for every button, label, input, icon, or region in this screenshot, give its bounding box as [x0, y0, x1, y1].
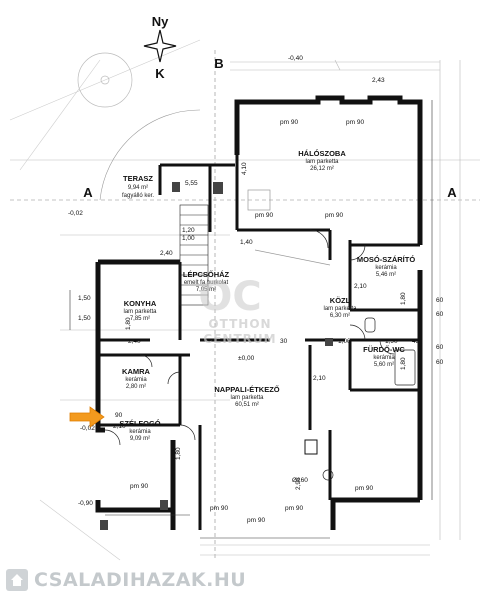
room-area: 2,80 m²: [126, 384, 146, 390]
dimension-label: 1,80: [400, 292, 407, 305]
room-label: KONYHA: [124, 299, 157, 308]
compass-north-label: Ny: [152, 14, 169, 29]
room-label: NAPPALI-ÉTKEZŐ: [214, 385, 279, 394]
dimension-label: -0,90: [78, 500, 93, 507]
watermark-logo: OC: [198, 274, 261, 320]
dimension-label: 30: [280, 338, 288, 345]
room-sub: lam parketta: [123, 309, 157, 315]
dimension-label: 60: [436, 344, 444, 351]
dimension-label: pm 90: [280, 119, 298, 126]
room-label: HÁLÓSZOBA: [298, 149, 346, 158]
dimension-label: 2,40: [160, 250, 173, 257]
terrace-arc: [99, 109, 201, 201]
stairs: [179, 204, 209, 306]
dimension-label: 1,50: [78, 295, 91, 302]
construction-lines: [9, 39, 480, 561]
dimension-label: 60: [436, 297, 444, 304]
dimension-label: 2,40: [128, 338, 141, 345]
site-footer: CSALADIHAZAK.HU: [6, 568, 246, 592]
dimension-label: 2,10: [313, 375, 326, 382]
dimension-label: 1,00: [338, 338, 351, 345]
room-area: 9,09 m²: [130, 436, 150, 442]
dimension-label: -0,40: [288, 55, 303, 62]
section-a-left: A: [83, 185, 93, 200]
dimension-label: -0,02: [80, 425, 95, 432]
dimension-label: 1,90: [385, 338, 398, 345]
dimension-label: 1,40: [240, 239, 253, 246]
dimension-label: pm 90: [247, 517, 265, 524]
footer-site-name[interactable]: CSALADIHAZAK.HU: [34, 569, 247, 591]
room-area: 7,05 m²: [196, 287, 216, 293]
dimension-label: pm 90: [285, 505, 303, 512]
dimension-label: 2,96: [295, 477, 302, 490]
room-label: TERASZ: [123, 174, 153, 183]
watermark-text: OTTHON: [208, 317, 271, 331]
compass-south-label: K: [155, 66, 165, 81]
room-sub: kerámia: [373, 355, 395, 361]
dimension-label: ±0,00: [238, 355, 255, 362]
room-area: 5,60 m²: [374, 362, 394, 368]
room-area: 7,85 m²: [130, 316, 150, 322]
room-sub: emelt fa burkolat: [184, 280, 229, 286]
room-label: SZÉLFOGÓ: [119, 419, 160, 428]
column-blocks: [100, 182, 333, 530]
dimension-label: 60: [436, 359, 444, 366]
dimension-label: 90: [115, 412, 123, 419]
dimension-label: 1,00: [182, 235, 195, 242]
dimension-label: pm 90: [210, 505, 228, 512]
fixtures: [247, 189, 416, 481]
room-area: fagyálló ker.: [122, 193, 154, 199]
dimension-label: 1,80: [125, 317, 132, 330]
room-area: 26,12 m²: [310, 166, 334, 172]
room-label: KÖZL: [330, 296, 351, 305]
room-sub: lam parketta: [323, 306, 357, 312]
room-sub: kerámia: [129, 429, 151, 435]
dimension-label: 60: [436, 311, 444, 318]
dimension-label: pm 90: [255, 212, 273, 219]
dimension-label: 1,20: [182, 227, 195, 234]
door-swings: [104, 229, 395, 446]
dimension-label: -0,02: [68, 210, 83, 217]
section-b-top: B: [214, 56, 223, 71]
room-sub: lam parketta: [230, 395, 264, 401]
section-a-right: A: [447, 185, 457, 200]
dimension-label: 1,80: [400, 357, 407, 370]
compass-rose: [143, 29, 177, 63]
tree-symbol: [77, 52, 133, 108]
entrance-arrow-icon: [69, 406, 105, 428]
room-sub: kerámia: [375, 265, 397, 271]
room-area: 5,46 m²: [376, 272, 396, 278]
room-sub: kerámia: [125, 377, 147, 383]
dimension-label: pm 90: [325, 212, 343, 219]
room-sub: 9,94 m²: [128, 185, 148, 191]
dimension-label: 1,80: [175, 447, 182, 460]
room-label: FÜRDŐ-WC: [363, 345, 405, 354]
dimension-label: 1,50: [78, 315, 91, 322]
dimension-label: Ø160: [292, 477, 308, 484]
room-sub: lam parketta: [305, 159, 339, 165]
house-icon: [6, 569, 28, 591]
room-area: 6,30 m²: [330, 313, 350, 319]
dimension-label: 2,10: [354, 283, 367, 290]
room-label: KAMRA: [122, 367, 150, 376]
dimension-label: 2,10: [113, 423, 126, 430]
watermark-text: CENTRUM: [203, 332, 276, 346]
dimension-label: pm 90: [346, 119, 364, 126]
room-label: LÉPCSŐHÁZ: [183, 270, 230, 279]
dimension-label: 5,55: [185, 180, 198, 187]
room-label: MOSÓ-SZÁRÍTÓ: [357, 255, 415, 264]
dimension-lines: [69, 100, 433, 539]
dimension-label: 4,10: [241, 162, 248, 175]
dimension-label: pm 90: [130, 483, 148, 490]
room-area: 60,51 m²: [235, 402, 259, 408]
dimension-label: pm 90: [355, 485, 373, 492]
dimension-label: 2,43: [372, 77, 385, 84]
dimension-label: 45: [412, 338, 420, 345]
